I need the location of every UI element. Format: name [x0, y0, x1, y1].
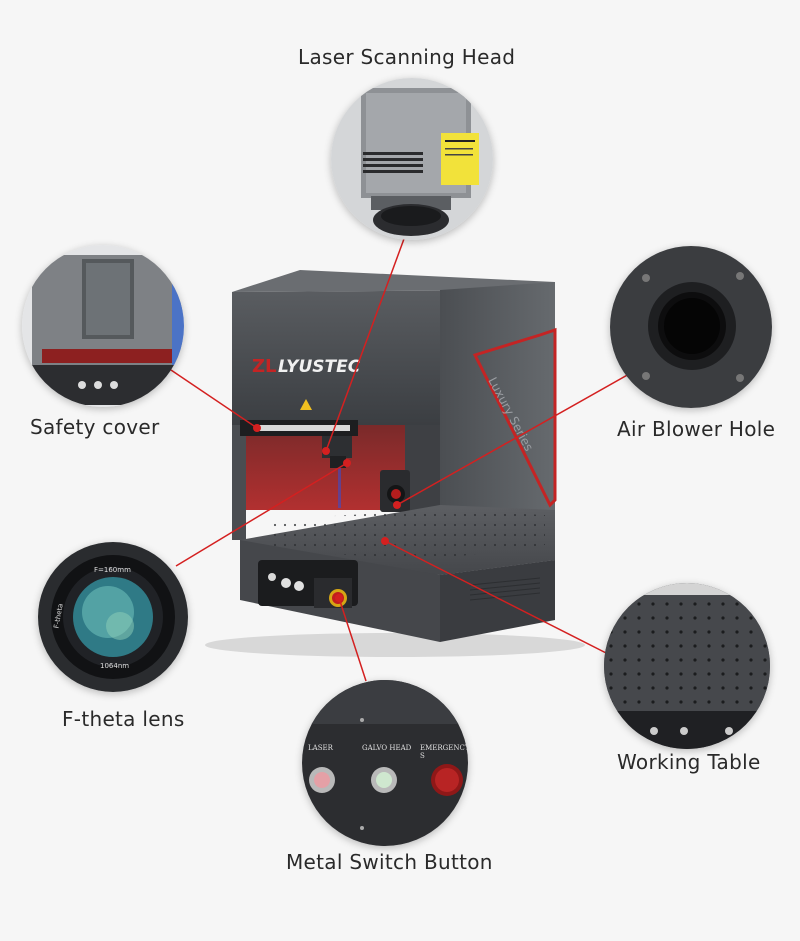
switch-label-emergency: EMERGENCY S: [420, 744, 468, 760]
switch-button-detail: LASER GALVO HEAD EMERGENCY S: [302, 680, 468, 846]
air-blower-detail: [610, 246, 772, 408]
safety-cover-detail: [22, 245, 184, 407]
lens-wavelength-text: 1064nm: [100, 662, 130, 670]
brand-logo: LYUSTEC: [278, 357, 361, 377]
lens-focal-text: F=160mm: [94, 566, 131, 574]
switch-label-laser: LASER: [308, 744, 333, 752]
ftheta-lens-detail: F=160mm 1064nm F-theta: [38, 542, 188, 692]
label-metal-switch-button: Metal Switch Button: [286, 850, 493, 874]
label-air-blower-hole: Air Blower Hole: [617, 417, 776, 441]
working-table-detail: [604, 583, 770, 749]
label-laser-scanning-head: Laser Scanning Head: [298, 45, 516, 69]
logo-mark: ZL: [252, 356, 277, 377]
laser-head-detail: [331, 78, 493, 240]
label-safety-cover: Safety cover: [30, 415, 160, 439]
label-ftheta-lens: F-theta lens: [62, 707, 185, 731]
switch-label-galvo: GALVO HEAD: [362, 744, 412, 752]
label-working-table: Working Table: [617, 750, 761, 774]
